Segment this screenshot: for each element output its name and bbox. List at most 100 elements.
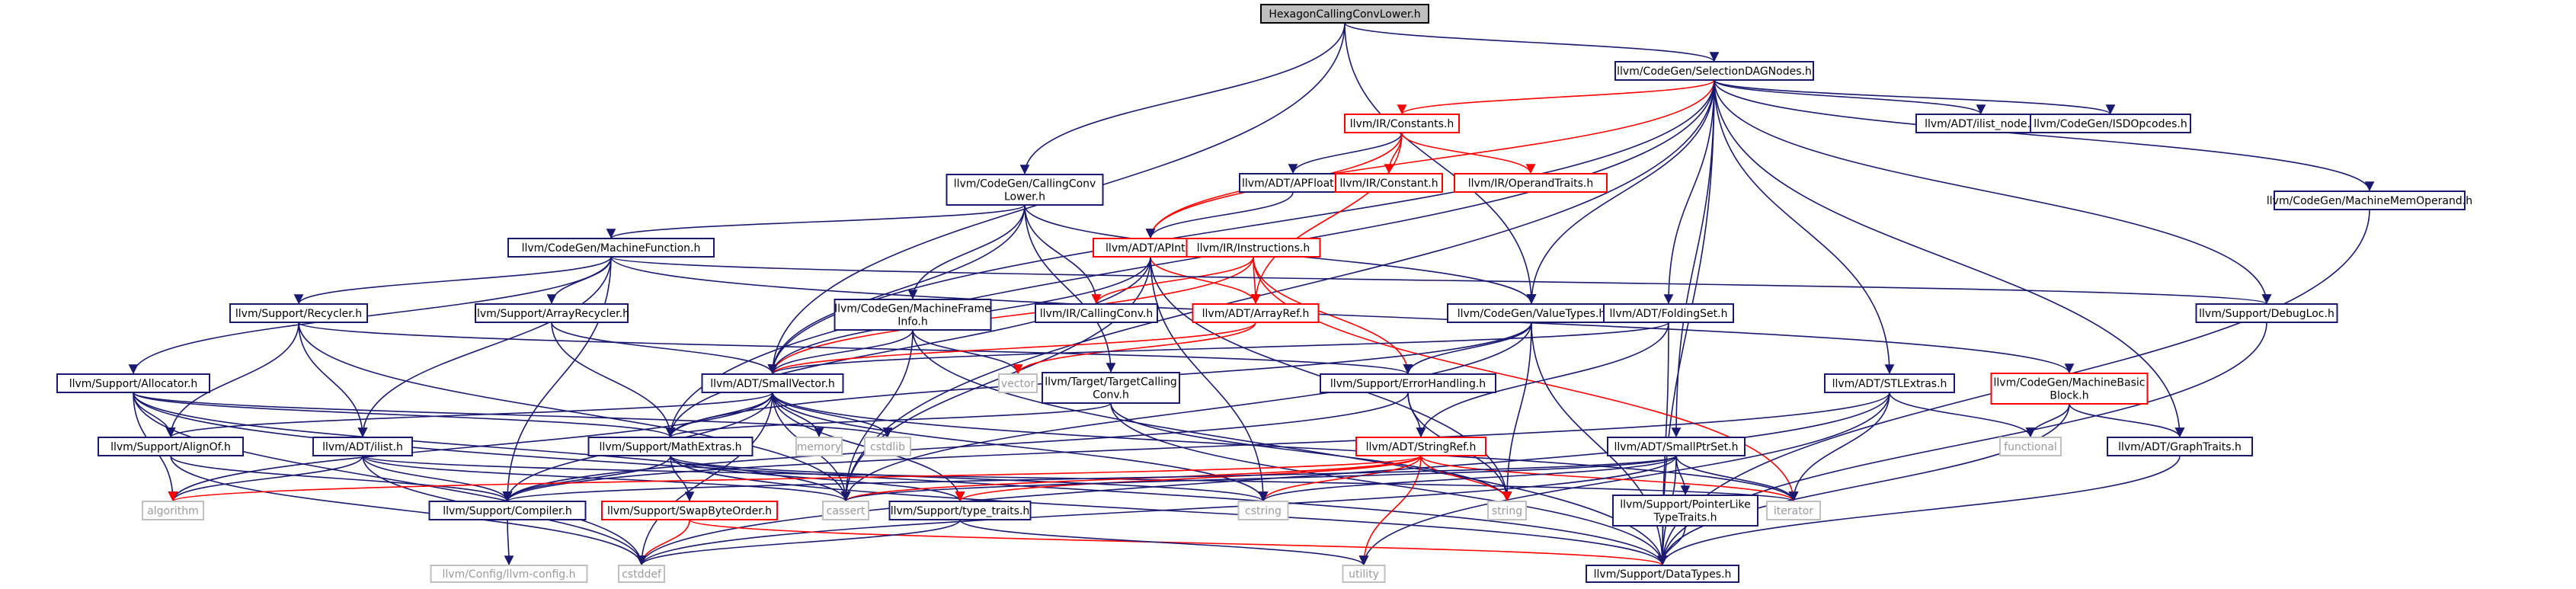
edge-seldag-to-debugloc (1714, 79, 2272, 305)
edge-root-to-seldag (1344, 22, 1720, 62)
node-utility-box (1342, 565, 1386, 583)
edge-seldag-to-smallptrset (1671, 79, 1715, 438)
edge-seldag-to-cassert (840, 79, 1715, 502)
edge-allocator-to-mathextras (133, 392, 676, 438)
node-iroptraits[interactable]: llvm/IR/OperandTraits.h (1454, 173, 1608, 193)
node-smallvec-box (701, 373, 844, 393)
node-foldingset[interactable]: llvm/ADT/FoldingSet.h (1603, 303, 1734, 323)
node-root[interactable]: HexagonCallingConvLower.h (1260, 4, 1429, 24)
edge-mathextras-to-cstring (670, 455, 1269, 502)
node-swapbyte[interactable]: llvm/Support/SwapByteOrder.h (601, 501, 778, 520)
edge-apint-to-cstring (1150, 256, 1269, 502)
node-datatypes[interactable]: llvm/Support/DataTypes.h (1586, 565, 1739, 583)
edge-machfunc-to-mbb (610, 256, 2075, 374)
edge-machfunc-to-recycler (293, 256, 612, 305)
node-debugloc[interactable]: llvm/Support/DebugLoc.h (2195, 303, 2338, 323)
node-functional: functional (1999, 437, 2062, 456)
node-mfi-label-1: Info.h (898, 316, 928, 328)
node-irconst[interactable]: llvm/IR/Constants.h (1344, 114, 1460, 133)
edge-ttcc-to-mathextras (665, 402, 1112, 438)
node-ccl-label-0: llvm/CodeGen/CallingConv (954, 178, 1096, 190)
edge-arrrecycler-to-smallvec (551, 322, 778, 375)
edge-allocator-to-cstdlib (133, 392, 892, 438)
edge-seldag-to-machmemop (1714, 79, 2375, 192)
node-iterator: iterator (1766, 501, 1821, 520)
node-ircallconv[interactable]: llvm/IR/CallingConv.h (1035, 303, 1158, 323)
node-alignof[interactable]: llvm/Support/AlignOf.h (98, 437, 244, 456)
node-ttcc-label-1: Conv.h (1093, 389, 1129, 402)
node-machmemop-box (2274, 190, 2466, 210)
node-smallptrset[interactable]: llvm/ADT/SmallPtrSet.h (1607, 437, 1746, 456)
node-isdopcodes-box (2030, 114, 2191, 133)
node-iroptraits-box (1454, 173, 1608, 193)
node-string-label-0: string (1492, 505, 1522, 517)
edge-smallptrset-to-ptrlike (1675, 455, 1691, 496)
node-arrayref[interactable]: llvm/ADT/ArrayRef.h (1192, 303, 1320, 323)
node-ccl-label-1: Lower.h (1004, 191, 1045, 203)
node-recycler[interactable]: llvm/Support/Recycler.h (229, 303, 368, 323)
node-mathextras[interactable]: llvm/Support/MathExtras.h (587, 437, 754, 456)
node-datatypes-label-0: llvm/Support/DataTypes.h (1594, 568, 1732, 581)
edge-valuetypes-to-errhandling (1403, 322, 1532, 375)
node-compiler[interactable]: llvm/Support/Compiler.h (428, 501, 587, 520)
edge-ccl-to-mfi (907, 204, 1026, 300)
edge-ccl-to-ircallconv (1024, 204, 1102, 305)
node-ccl[interactable]: llvm/CodeGen/CallingConvLower.h (946, 174, 1104, 206)
edge-irconst-to-adtapfloat (1288, 132, 1403, 174)
node-cstdlib-box (864, 437, 911, 456)
node-smallvec[interactable]: llvm/ADT/SmallVector.h (701, 373, 844, 393)
node-datatypes-box (1586, 565, 1739, 583)
node-machmemop-label-0: llvm/CodeGen/MachineMemOperand.h (2267, 195, 2472, 207)
node-errhandling[interactable]: llvm/Support/ErrorHandling.h (1320, 373, 1496, 393)
edge-smallptrset-to-cstring (1258, 455, 1677, 502)
edge-arrayref-to-smallvec (767, 322, 1256, 375)
node-ircallconv-box (1035, 303, 1158, 323)
node-ilistnode[interactable]: llvm/ADT/ilist_node.h (1915, 114, 2046, 133)
edge-seldag-to-irconst (1397, 79, 1715, 115)
node-vector: vector (998, 373, 1038, 393)
edge-apint-to-mathextras (665, 256, 1151, 438)
node-cstddef-box (618, 565, 665, 583)
edge-mbb-to-datatypes (1657, 403, 2070, 566)
edge-typetraits-to-utility (959, 519, 1369, 566)
node-ilist[interactable]: llvm/ADT/ilist.h (312, 437, 413, 456)
node-compiler-box (428, 501, 587, 520)
edge-irconst-to-iroptraits (1401, 132, 1536, 174)
node-machmemop[interactable]: llvm/CodeGen/MachineMemOperand.h (2267, 190, 2472, 210)
node-irinstr[interactable]: llvm/IR/Instructions.h (1186, 238, 1321, 258)
edge-swapbyte-to-datatypes (689, 519, 1667, 566)
node-isdopcodes[interactable]: llvm/CodeGen/ISDOpcodes.h (2030, 114, 2191, 133)
node-graphtraits[interactable]: llvm/ADT/GraphTraits.h (2107, 437, 2253, 456)
node-irconstant[interactable]: llvm/IR/Constant.h (1335, 173, 1443, 193)
node-algorithm-label-0: algorithm (147, 505, 199, 517)
node-typetraits[interactable]: llvm/Support/type_traits.h (888, 501, 1032, 520)
node-machfunc[interactable]: llvm/CodeGen/MachineFunction.h (507, 238, 715, 258)
edge-smallptrset-to-cstddef (636, 455, 1677, 566)
edge-arrayref-to-vector (1013, 322, 1256, 375)
node-arrrecycler[interactable]: llvm/Support/ArrayRecycler.h (474, 303, 629, 323)
node-arrrecycler-box (475, 303, 629, 323)
node-errhandling-label-0: llvm/Support/ErrorHandling.h (1330, 378, 1486, 390)
edge-smallptrset-to-cassert (841, 455, 1677, 502)
node-machfunc-box (507, 238, 715, 258)
node-seldag-label-0: llvm/CodeGen/SelectionDAGNodes.h (1617, 66, 1812, 78)
node-smallptrset-label-0: llvm/ADT/SmallPtrSet.h (1614, 441, 1739, 453)
node-irconst-label-0: llvm/IR/Constants.h (1350, 118, 1454, 130)
edge-seldag-to-apint (1145, 79, 1715, 239)
node-adtapfloat[interactable]: llvm/ADT/APFloat.h (1239, 173, 1347, 193)
node-allocator[interactable]: llvm/Support/Allocator.h (56, 373, 210, 393)
node-algorithm-box (142, 501, 204, 520)
node-stringref[interactable]: llvm/ADT/StringRef.h (1355, 437, 1486, 456)
node-mbb-box (1990, 373, 2149, 405)
node-seldag[interactable]: llvm/CodeGen/SelectionDAGNodes.h (1614, 61, 1814, 81)
node-stlextras[interactable]: llvm/ADT/STLExtras.h (1824, 373, 1955, 393)
edge-irconst-to-irconstant (1384, 132, 1403, 174)
node-irconstant-label-0: llvm/IR/Constant.h (1339, 178, 1438, 190)
node-valuetypes[interactable]: llvm/CodeGen/ValueTypes.h (1447, 303, 1616, 323)
node-errhandling-box (1320, 373, 1496, 393)
